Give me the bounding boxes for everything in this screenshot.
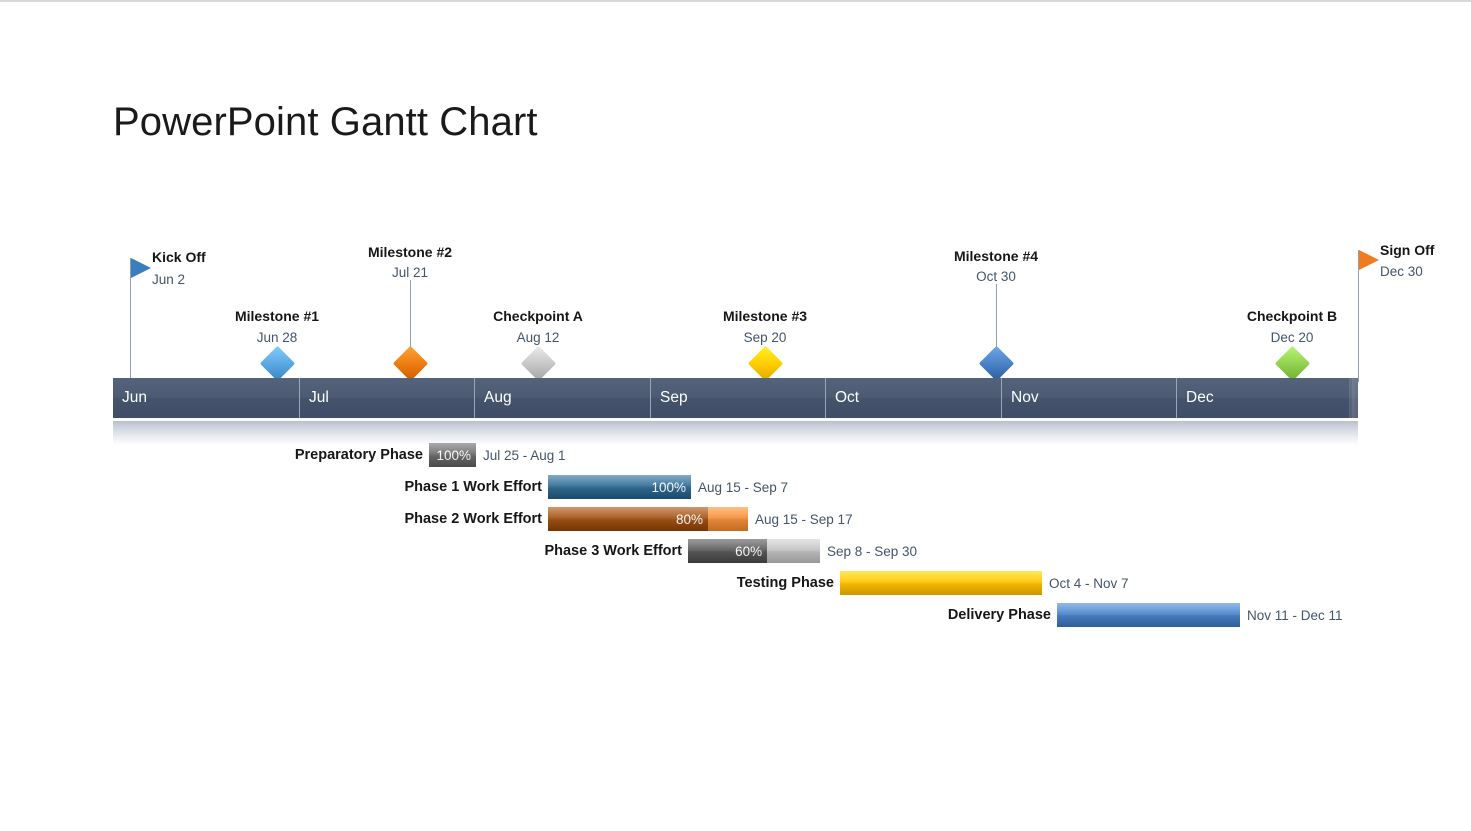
timeline-month-sep: Sep: [650, 378, 825, 418]
task-row-phase-2-work-effort[interactable]: Phase 2 Work Effort 80% Aug 15 - Sep 17: [404, 507, 853, 531]
diamond-icon: [520, 345, 557, 382]
milestone-label: Sign Off: [1380, 242, 1435, 258]
task-name: Delivery Phase: [947, 607, 1051, 623]
milestone-label: Checkpoint B: [1246, 308, 1338, 324]
flag-icon: [1359, 250, 1379, 270]
diamond-icon: [1274, 345, 1311, 382]
task-dates: Nov 11 - Dec 11: [1247, 607, 1343, 623]
timeline-month-jul: Jul: [299, 378, 474, 418]
task-dates: Jul 25 - Aug 1: [483, 447, 566, 463]
task-bar-remaining: [708, 507, 748, 531]
timeline-month-aug: Aug: [474, 378, 650, 418]
flag-icon: [131, 258, 151, 278]
milestone-pole: [1358, 250, 1359, 382]
task-bar-progress: 80%: [548, 507, 708, 531]
milestone-pole: [996, 284, 997, 382]
task-bar[interactable]: 100%: [548, 475, 691, 499]
task-row-testing-phase[interactable]: Testing Phase Oct 4 - Nov 7: [737, 571, 1129, 595]
timeline-month-oct: Oct: [825, 378, 1001, 418]
milestone-date: Oct 30: [976, 269, 1016, 284]
task-name: Testing Phase: [736, 575, 834, 591]
task-row-phase-3-work-effort[interactable]: Phase 3 Work Effort 60% Sep 8 - Sep 30: [544, 539, 917, 563]
task-bar-remaining: [767, 539, 820, 563]
milestone-label: Milestone #4: [953, 248, 1039, 264]
milestone-date: Dec 30: [1380, 264, 1423, 279]
task-bar-progress: 60%: [688, 539, 768, 563]
milestone-date: Dec 20: [1270, 330, 1314, 345]
task-bar-progress: [1057, 603, 1240, 627]
page-title: PowerPoint Gantt Chart: [113, 100, 538, 144]
task-row-phase-1-work-effort[interactable]: Phase 1 Work Effort 100% Aug 15 - Sep 7: [404, 475, 788, 499]
timeline-shadow-strip: [113, 421, 1358, 445]
task-row-preparatory-phase[interactable]: Preparatory Phase 100% Jul 25 - Aug 1: [295, 443, 566, 467]
milestone-label: Kick Off: [152, 249, 206, 265]
milestone-label: Checkpoint A: [493, 308, 583, 324]
timeline-month-label: Aug: [484, 389, 512, 406]
task-bar-progress: [840, 571, 1042, 595]
timeline-month-dec: Dec: [1176, 378, 1358, 418]
timeline-month-label: Jul: [309, 389, 329, 406]
milestone-pole: [410, 280, 411, 382]
milestone-date: Jun 28: [256, 330, 298, 345]
task-bar-progress: 100%: [429, 443, 476, 467]
task-bar[interactable]: 80%: [548, 507, 748, 531]
task-bar[interactable]: [840, 571, 1042, 595]
task-name: Preparatory Phase: [294, 447, 423, 463]
milestone-date: Sep 20: [743, 330, 787, 345]
task-dates: Oct 4 - Nov 7: [1049, 575, 1129, 591]
milestone-date: Aug 12: [516, 330, 560, 345]
diamond-icon: [259, 345, 296, 382]
diamond-icon: [392, 345, 429, 382]
task-dates: Sep 8 - Sep 30: [827, 543, 918, 559]
task-row-delivery-phase[interactable]: Delivery Phase Nov 11 - Dec 11: [948, 603, 1343, 627]
milestone-label: Milestone #2: [367, 244, 453, 260]
timeline-month-label: Jun: [122, 389, 147, 406]
timeline-month-jun: Jun: [113, 378, 299, 418]
task-bar[interactable]: 100%: [429, 443, 476, 467]
task-name: Phase 1 Work Effort: [404, 479, 542, 495]
task-progress-label: 100%: [436, 447, 471, 463]
milestone-label: Milestone #3: [722, 308, 808, 324]
task-name: Phase 2 Work Effort: [404, 511, 542, 527]
task-bar[interactable]: [1057, 603, 1240, 627]
task-progress-label: 60%: [735, 543, 763, 559]
timeline-month-label: Oct: [835, 389, 860, 406]
task-progress-label: 100%: [651, 479, 686, 495]
task-name: Phase 3 Work Effort: [544, 543, 682, 559]
task-dates: Aug 15 - Sep 7: [698, 479, 789, 495]
milestone-date: Jul 21: [391, 265, 429, 280]
timeline-month-label: Dec: [1186, 389, 1214, 406]
task-bar-progress: 100%: [548, 475, 691, 499]
task-progress-label: 80%: [675, 511, 703, 527]
task-dates: Aug 15 - Sep 17: [755, 511, 853, 527]
timeline-month-label: Sep: [660, 389, 688, 406]
timeline-month-bar: Jun Jul Aug Sep Oct Nov Dec: [113, 378, 1358, 418]
milestone-pole: [130, 258, 131, 382]
milestone-date: Jun 2: [152, 272, 186, 287]
diamond-icon: [978, 345, 1015, 382]
task-bar[interactable]: 60%: [688, 539, 820, 563]
timeline-month-label: Nov: [1011, 389, 1039, 406]
milestone-label: Milestone #1: [234, 308, 320, 324]
diamond-icon: [747, 345, 784, 382]
timeline-month-nov: Nov: [1001, 378, 1176, 418]
